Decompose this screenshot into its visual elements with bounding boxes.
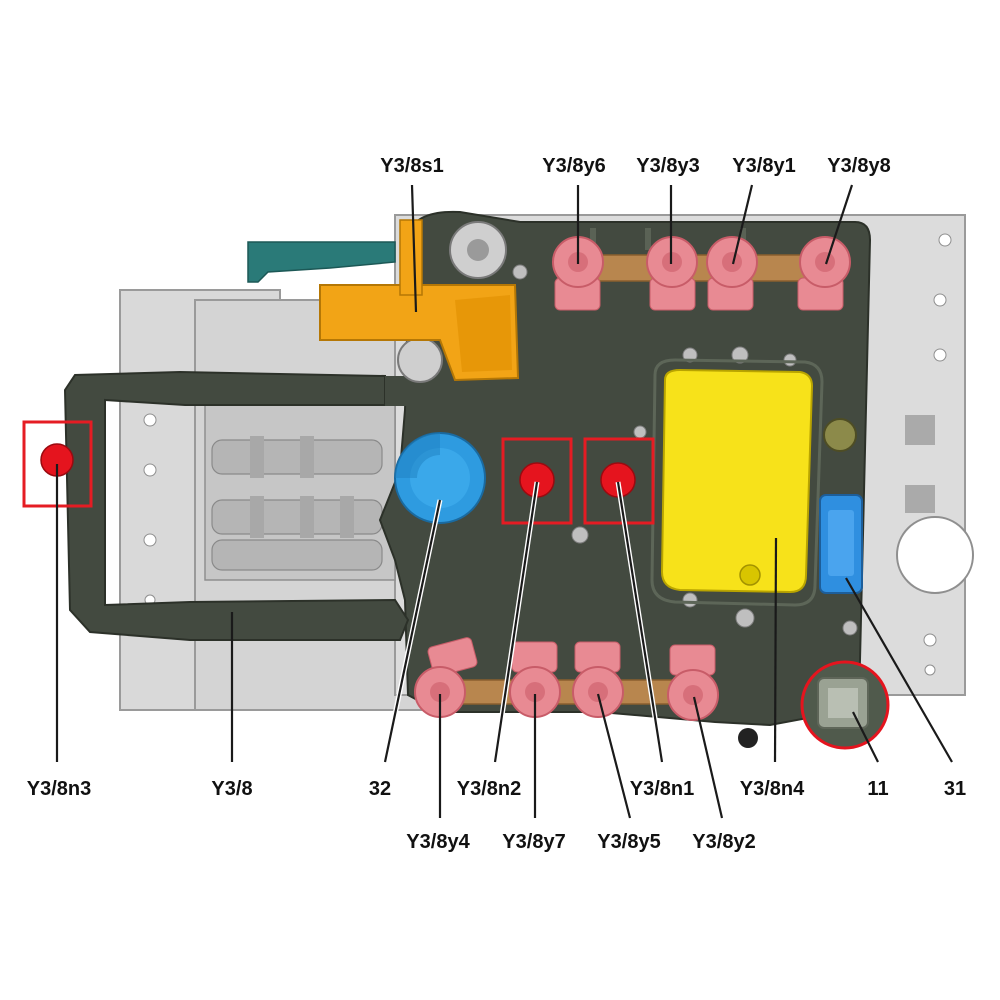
label-31: 31 [944, 778, 966, 800]
highlight-box-y3-8n1 [583, 437, 655, 525]
label-y3-8y4: Y3/8y4 [406, 831, 470, 853]
label-y3-8y5: Y3/8y5 [597, 831, 660, 853]
speed-sensor-icon [394, 432, 486, 524]
pressure-sensor-icon [40, 443, 636, 498]
leader-lines [55, 184, 953, 819]
temperature-sensor-31 [819, 494, 863, 594]
label-y3-8y3: Y3/8y3 [636, 155, 699, 177]
teal-bracket [247, 241, 396, 283]
label-y3-8s1: Y3/8s1 [380, 155, 443, 177]
control-module-y3-8n4 [650, 358, 824, 607]
connector-plug-icon [800, 660, 890, 750]
label-y3-8y6: Y3/8y6 [542, 155, 605, 177]
label-y3-8y2: Y3/8y2 [692, 831, 755, 853]
label-11: 11 [867, 778, 888, 800]
label-y3-8y7: Y3/8y7 [502, 831, 565, 853]
label-y3-8: Y3/8 [211, 778, 252, 800]
label-y3-8y1: Y3/8y1 [732, 155, 795, 177]
callout-labels: Y3/8s1 Y3/8y6 Y3/8y3 Y3/8y1 Y3/8y8 Y3/8n… [27, 155, 966, 853]
label-y3-8n2: Y3/8n2 [457, 778, 521, 800]
plate-bore-hole [896, 516, 974, 594]
label-y3-8n4: Y3/8n4 [740, 778, 805, 800]
selector-range-sensor-y3-8s1 [319, 219, 520, 382]
label-y3-8n1: Y3/8n1 [630, 778, 694, 800]
label-y3-8y8: Y3/8y8 [827, 155, 890, 177]
solenoid-valve-icon [552, 236, 851, 311]
solenoid-valve-bottom-group [414, 637, 719, 721]
highlight-box-y3-8n2 [501, 437, 573, 525]
label-y3-8n3: Y3/8n3 [27, 778, 91, 800]
label-32: 32 [369, 778, 391, 800]
